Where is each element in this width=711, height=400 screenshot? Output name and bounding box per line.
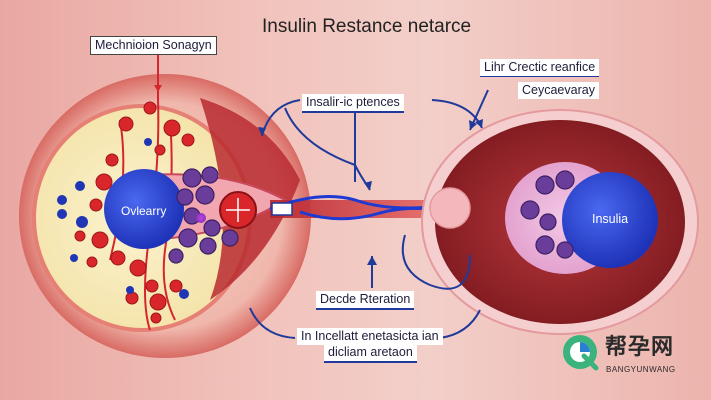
insulin-pathway-label: Insalir-ic ptences <box>302 94 404 113</box>
logo-mark <box>563 335 599 371</box>
diagram-title: Insulin Restance netarce <box>262 16 472 37</box>
connector-tube <box>270 200 440 218</box>
arrow-right-swirl <box>401 234 471 290</box>
left-nucleus <box>104 169 184 249</box>
increase-label-line2: dicliam aretaon <box>324 344 417 363</box>
right-cell <box>421 109 699 335</box>
mechanism-pointer-head <box>154 85 162 92</box>
left-blue-dots <box>57 138 189 299</box>
right-nucleus <box>562 172 658 268</box>
increase-label-line1: In Incellatt enetasicta ian <box>297 328 443 345</box>
left-red-orb-mark <box>226 198 250 222</box>
logo-chinese-text: 帮孕网 <box>605 334 675 359</box>
arrow-right-bottom <box>439 309 481 339</box>
decrease-label: Decde Rteration <box>316 291 415 310</box>
right-vesicles <box>520 170 575 259</box>
left-vesicles <box>168 166 239 264</box>
annotation-arrows <box>249 89 489 339</box>
arrow-heads <box>258 119 483 265</box>
left-cell <box>19 60 311 358</box>
left-red-cells <box>74 101 195 324</box>
left-cell-label: Ovlearry <box>121 204 167 218</box>
liver-label: Lihr Crectic reanfice <box>480 59 600 77</box>
connector-plug <box>271 202 293 216</box>
connector <box>269 195 516 221</box>
connector-blue-fiber <box>269 195 441 221</box>
left-purple-spot <box>196 213 206 223</box>
right-membrane-bulb <box>429 187 471 229</box>
liver-sub-label: Ceycaevaray <box>518 82 599 99</box>
arrow-left-bottom <box>249 307 296 339</box>
mechanism-label: Mechnioion Sonagyn <box>90 36 217 55</box>
logo-english-text: BANGYUNWANG <box>606 365 676 374</box>
right-cell-label: Insulia <box>592 212 629 226</box>
